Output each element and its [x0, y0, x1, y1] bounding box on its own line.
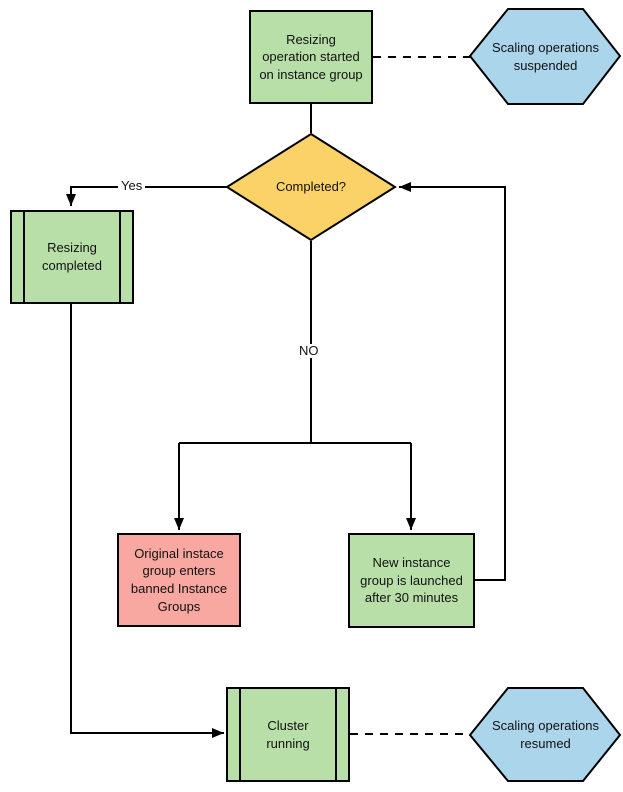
edge-label-no: NO [296, 344, 322, 358]
node-cluster-running: Cluster running [226, 687, 350, 782]
edge-resizing-completed-to-cluster [70, 304, 224, 738]
node-start: Resizing operation started on instance g… [249, 10, 373, 104]
node-new-instance-group-label: New instance group is launched after 30 … [360, 555, 463, 606]
edge-label-yes: Yes [118, 179, 146, 193]
node-resizing-completed-label: Resizing completed [42, 240, 102, 273]
hexagon-resumed-shape [468, 687, 622, 782]
node-banned-label: Original instace group enters banned Ins… [130, 545, 228, 614]
edge-completed-yes-to-resizing-completed [66, 186, 227, 206]
node-start-label: Resizing operation started on instance g… [259, 31, 363, 82]
hexagon-suspended-shape [468, 8, 622, 105]
edge-completed-no-split [179, 241, 411, 444]
node-new-instance-group: New instance group is launched after 30 … [348, 533, 475, 628]
node-cluster-running-label: Cluster running [266, 717, 310, 751]
decision-completed-shape [225, 132, 397, 242]
edge-new-group-to-completed [399, 182, 506, 581]
node-resizing-completed: Resizing completed [10, 210, 134, 304]
node-banned-instance-groups: Original instace group enters banned Ins… [117, 533, 241, 627]
